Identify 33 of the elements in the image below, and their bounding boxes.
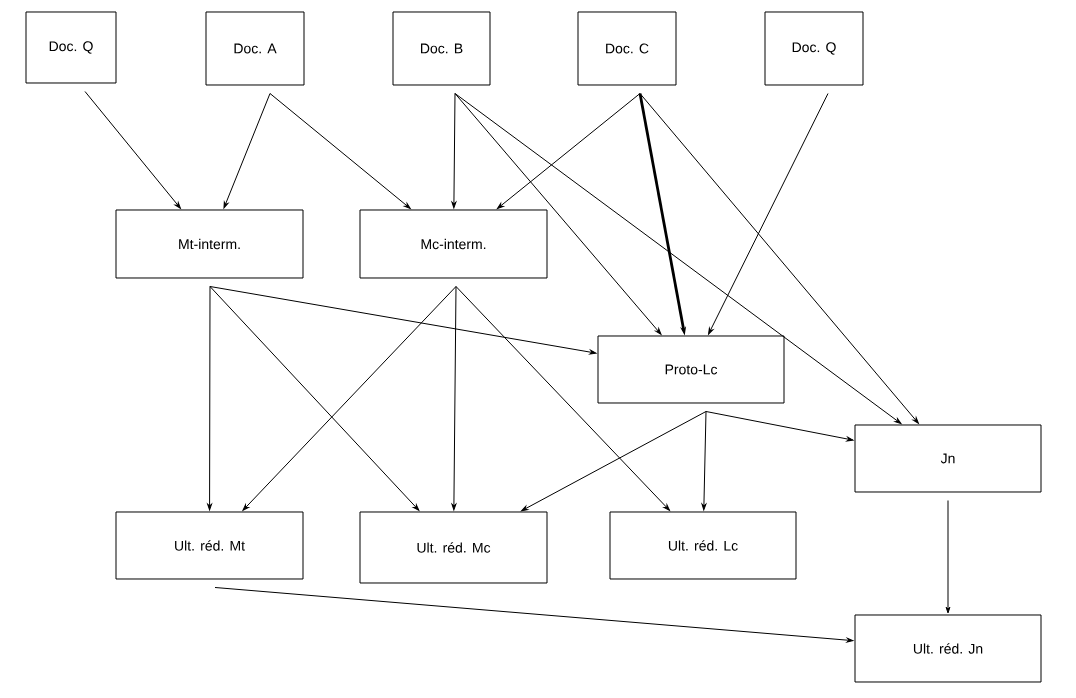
arrow [455, 286, 670, 511]
text-box: Doc. Q [764, 11, 864, 86]
arrow [207, 286, 212, 511]
arrow [269, 93, 411, 209]
arrow [639, 93, 919, 424]
arrow [454, 93, 902, 425]
text-box: Jn [854, 424, 1042, 493]
arrow [945, 500, 951, 614]
arrow [705, 411, 854, 442]
arrow [521, 411, 707, 512]
arrow [496, 93, 641, 209]
text-box: Mc-interm. [359, 209, 548, 279]
arrow [451, 286, 457, 511]
text-box: Ult. réd. Mt [115, 511, 304, 580]
arrow [451, 93, 457, 209]
arrow [454, 93, 662, 335]
arrow [209, 286, 597, 355]
arrow [214, 587, 854, 643]
arrow [84, 91, 181, 209]
text-box: Doc. A [205, 11, 305, 86]
arrow [701, 411, 707, 511]
arrow [242, 286, 457, 511]
text-box: Ult. réd. Lc [609, 511, 797, 580]
arrow [209, 286, 420, 511]
arrow [708, 93, 829, 335]
text-box: Proto-Lc [597, 335, 785, 404]
text-box: Ult. réd. Mc [359, 511, 548, 584]
text-box: Ult. réd. Jn [854, 614, 1042, 683]
arrow [223, 93, 271, 209]
text-box: Doc. Q [25, 11, 117, 84]
text-box: Mt-interm. [115, 209, 304, 279]
text-box: Doc. B [392, 11, 491, 86]
text-box: Doc. C [577, 11, 677, 86]
